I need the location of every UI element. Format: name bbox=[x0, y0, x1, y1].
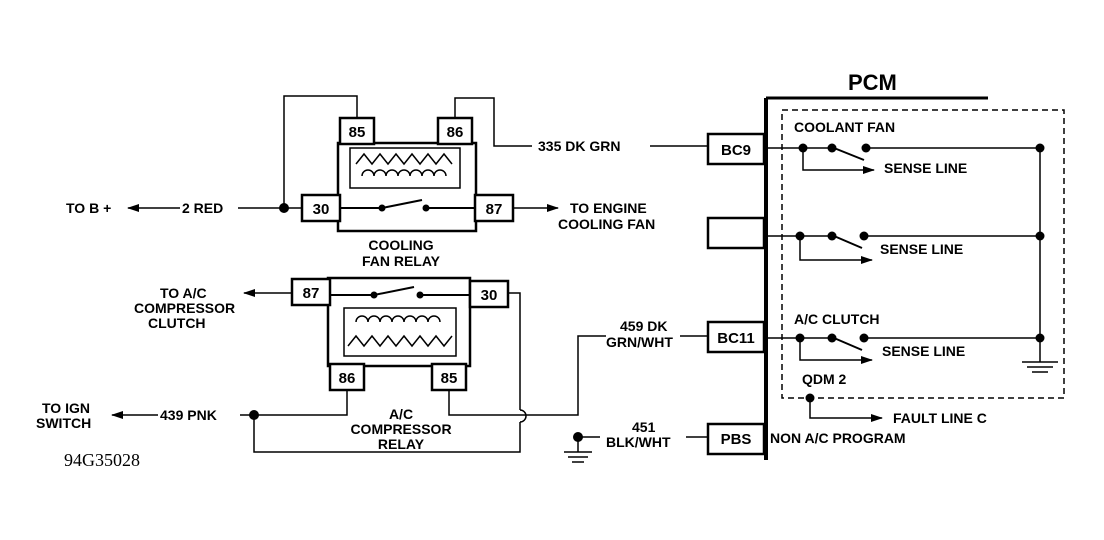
ac-compressor-relay: 87 30 86 85 A/C COMPRESSOR RELAY bbox=[290, 276, 510, 452]
cooling-relay-pin-86-box bbox=[436, 116, 474, 146]
ac-relay-name-1: A/C bbox=[389, 406, 413, 422]
cooling-relay-coil-frame bbox=[349, 147, 461, 189]
sense-line-3-label: SENSE LINE bbox=[882, 343, 965, 359]
figure-id: 94G35028 bbox=[64, 450, 140, 470]
to-engine-label-1: TO ENGINE bbox=[570, 200, 647, 216]
cooling-relay-pin-30-box bbox=[300, 193, 342, 223]
cooling-relay-switch bbox=[381, 199, 423, 209]
non-ac-program-label: NON A/C PROGRAM bbox=[770, 430, 906, 446]
pcm-pin-bc11-box bbox=[706, 320, 766, 354]
cooling-relay-pin-85-box bbox=[338, 116, 376, 146]
pcm-module: PCM BC9 BC11 PBS COOLANT FAN SENSE LINE … bbox=[706, 70, 1065, 460]
wire-451-label-2: BLK/WHT bbox=[606, 434, 671, 450]
ac-relay-pin-30: 30 bbox=[481, 287, 498, 304]
ac-relay-wiring: TO A/C COMPRESSOR CLUTCH TO IGN SWITCH 4… bbox=[36, 285, 708, 453]
cooling-relay-pin-86: 86 bbox=[447, 124, 464, 141]
b-plus-splice bbox=[279, 203, 289, 213]
pcm-pin-bc11: BC11 bbox=[717, 330, 755, 347]
ac-clutch-label: A/C CLUTCH bbox=[794, 311, 880, 327]
to-ign-label-1: TO IGN bbox=[42, 400, 90, 416]
cooling-relay-body bbox=[336, 141, 478, 233]
ground-451: 451 BLK/WHT bbox=[564, 419, 708, 463]
pcm-pin-bc9-box bbox=[706, 132, 766, 166]
fault-line-arrow bbox=[809, 398, 883, 422]
cooling-relay-pin-30: 30 bbox=[313, 201, 330, 218]
wire-451-label-1: 451 bbox=[632, 419, 656, 435]
sense-line-1-label: SENSE LINE bbox=[884, 160, 967, 176]
to-engine-label-2: COOLING FAN bbox=[558, 216, 655, 232]
pcm-internal-boundary bbox=[781, 109, 1065, 399]
to-ac-label-1: TO A/C bbox=[160, 285, 207, 301]
ac-relay-pin-86: 86 bbox=[339, 370, 356, 387]
ac-relay-pin-85: 85 bbox=[441, 370, 458, 387]
pcm-blank-connector bbox=[706, 216, 766, 250]
to-ac-label-2: COMPRESSOR bbox=[134, 300, 235, 316]
dk-grn-335-label: 335 DK GRN bbox=[538, 138, 620, 154]
fault-line-label: FAULT LINE C bbox=[893, 410, 987, 426]
pcm-pin-pbs: PBS bbox=[721, 431, 752, 448]
cooling-relay-wiring: TO B + 2 RED 335 DK GRN TO ENGINE COOLIN… bbox=[66, 95, 708, 232]
ac-relay-switch bbox=[373, 286, 415, 296]
ign-splice bbox=[249, 410, 259, 420]
wire-459-label-1: 459 DK bbox=[620, 318, 667, 334]
ac-relay-name-3: RELAY bbox=[378, 436, 425, 452]
to-ac-label-3: CLUTCH bbox=[148, 315, 206, 331]
cooling-relay-pin-87: 87 bbox=[486, 201, 503, 218]
cooling-relay-coil bbox=[361, 169, 447, 177]
red-2-label: 2 RED bbox=[182, 200, 223, 216]
cooling-relay-pin-85: 85 bbox=[349, 124, 366, 141]
ac-relay-coil-frame bbox=[343, 307, 457, 357]
sense-line-2-label: SENSE LINE bbox=[880, 241, 963, 257]
to-b-plus-label: TO B + bbox=[66, 200, 111, 216]
pcm-pin-bc9: BC9 bbox=[721, 142, 751, 159]
cooling-relay-name-2: FAN RELAY bbox=[362, 253, 441, 269]
ac-relay-name-2: COMPRESSOR bbox=[350, 421, 451, 437]
pcm-title: PCM bbox=[848, 70, 897, 95]
ac-relay-resistor bbox=[347, 334, 453, 348]
ac-relay-body bbox=[326, 276, 472, 368]
ac-relay-pin-87-box bbox=[290, 277, 332, 307]
ac-relay-coil bbox=[355, 315, 441, 323]
ac-relay-pin-87: 87 bbox=[303, 285, 320, 302]
wire-459-label-2: GRN/WHT bbox=[606, 334, 673, 350]
cooling-relay-resistor bbox=[355, 152, 453, 166]
to-ign-label-2: SWITCH bbox=[36, 415, 91, 431]
coolant-fan-label: COOLANT FAN bbox=[794, 119, 895, 135]
cooling-relay-name-1: COOLING bbox=[368, 237, 433, 253]
qdm-label: QDM 2 bbox=[802, 371, 847, 387]
ac-relay-pin-86-box bbox=[328, 362, 366, 392]
pnk-439-label: 439 PNK bbox=[160, 407, 217, 423]
cooling-fan-relay: 85 86 30 87 COOLING FAN RELAY bbox=[300, 116, 515, 269]
pcm-pin-pbs-box bbox=[706, 422, 766, 456]
